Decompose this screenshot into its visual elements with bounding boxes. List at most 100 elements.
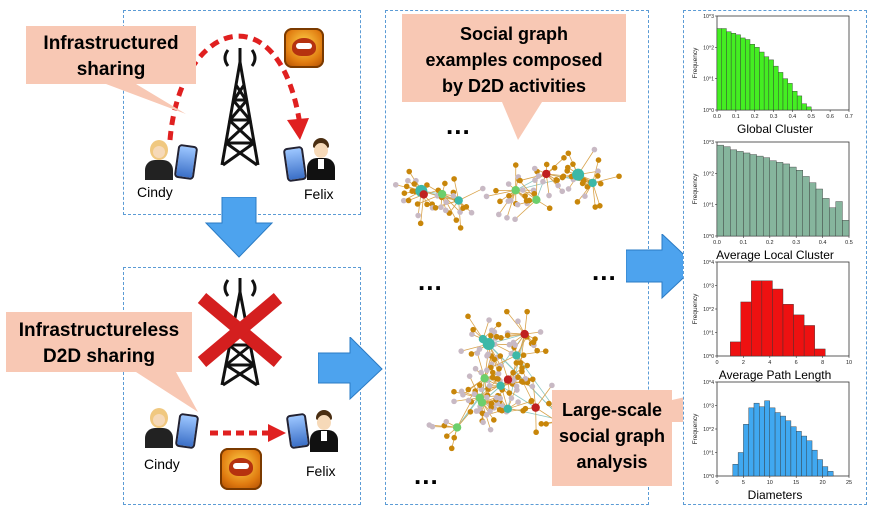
graph-node xyxy=(505,181,512,187)
graph-node xyxy=(401,190,408,197)
y-tick-label: 10^3 xyxy=(703,140,714,146)
graph-edge xyxy=(506,190,517,218)
graph-node xyxy=(594,173,601,179)
graph-node xyxy=(424,182,430,188)
histogram-bar xyxy=(801,103,807,111)
x-tick-label: 0.4 xyxy=(789,114,797,120)
histogram-bar xyxy=(754,47,760,111)
graph-edge xyxy=(486,189,516,197)
graph-node xyxy=(595,157,602,163)
graph-node xyxy=(543,421,549,427)
cindy-avatar-top xyxy=(143,140,175,180)
histogram-bar xyxy=(782,163,790,237)
histogram-bar xyxy=(749,44,755,111)
graph-node xyxy=(451,176,457,182)
graph-node xyxy=(524,362,531,369)
graph-node xyxy=(518,378,525,385)
histogram-bar xyxy=(809,182,817,237)
y-tick-label: 10^3 xyxy=(703,14,714,20)
graph-node xyxy=(424,201,430,208)
d2d-callout: Infrastructureless D2D sharing xyxy=(6,312,198,412)
wireless-arc xyxy=(167,33,303,141)
callout-line: D2D sharing xyxy=(43,346,155,367)
graph-node xyxy=(565,186,572,192)
graph-node xyxy=(540,178,546,185)
x-tick-label: 0.0 xyxy=(713,114,721,120)
histogram-bar xyxy=(811,449,818,477)
callout-line: analysis xyxy=(576,452,647,472)
graph-edge xyxy=(519,173,547,181)
x-tick-label: 4 xyxy=(768,360,771,366)
y-tick-label: 10^1 xyxy=(703,203,714,209)
graph-node xyxy=(484,367,490,374)
graph-node xyxy=(472,365,479,372)
felix-label-bottom: Felix xyxy=(306,463,336,479)
graph-node xyxy=(549,382,555,389)
graph-node xyxy=(595,168,601,175)
d2d-arrowhead xyxy=(268,424,286,442)
x-tick-label: 10 xyxy=(846,360,852,366)
graph-hub-node xyxy=(503,375,513,384)
graph-node xyxy=(591,146,598,153)
histogram-bar xyxy=(795,170,803,237)
graph-node xyxy=(451,434,458,441)
graph-node xyxy=(496,365,502,372)
graph-hub-node xyxy=(454,196,463,205)
graph-edge xyxy=(490,355,517,368)
y-tick-label: 10^3 xyxy=(703,404,714,410)
graph-node xyxy=(483,412,490,418)
graph-node xyxy=(484,353,490,359)
graph-hub-node xyxy=(512,351,521,360)
graph-node xyxy=(597,180,604,187)
histogram-bar xyxy=(762,157,770,237)
histogram-bar xyxy=(730,33,737,111)
y-tick-label: 10^1 xyxy=(703,77,714,83)
graph-node xyxy=(487,426,494,433)
x-tick-label: 0.0 xyxy=(713,240,721,246)
histogram-bar xyxy=(716,28,722,111)
graph-node xyxy=(417,220,424,227)
graph-node xyxy=(543,161,550,168)
graph-node xyxy=(560,173,567,180)
graph-node xyxy=(528,397,535,404)
social-graph-network xyxy=(392,146,622,452)
graph-node xyxy=(451,388,457,395)
histogram-bar xyxy=(726,31,732,111)
x-tick-label: 6 xyxy=(795,360,798,366)
callout-line: sharing xyxy=(77,59,146,80)
graph-node xyxy=(512,342,518,348)
graph-node xyxy=(480,419,486,426)
graph-hub-node xyxy=(478,334,488,344)
x-tick-label: 8 xyxy=(821,360,824,366)
graph-node xyxy=(504,308,510,315)
graph-edge xyxy=(520,334,526,364)
histogram-bar xyxy=(778,72,784,111)
graph-node xyxy=(451,398,457,405)
graph-node xyxy=(510,369,516,376)
histogram-bar xyxy=(735,34,741,111)
y-tick-label: 10^4 xyxy=(703,380,714,386)
graph-node xyxy=(409,188,415,194)
graph-node xyxy=(487,408,493,415)
graph-node xyxy=(506,341,513,348)
histogram-bar xyxy=(748,407,755,477)
cell-tower-icon xyxy=(220,48,260,167)
graph-edge xyxy=(592,175,620,184)
graph-node xyxy=(444,433,450,439)
graph-edge xyxy=(535,385,553,408)
graph-node xyxy=(537,329,544,335)
graph-hub-node xyxy=(511,186,520,195)
graph-node xyxy=(559,188,566,195)
histogram-bar xyxy=(730,341,741,357)
graph-node xyxy=(465,386,472,393)
graph-node xyxy=(564,168,571,174)
histogram-bar xyxy=(796,95,803,111)
y-tick-label: 10^0 xyxy=(703,234,714,240)
graph-node xyxy=(592,204,599,210)
histogram-bar xyxy=(793,314,805,357)
graph-node xyxy=(616,173,622,180)
histogram-bar xyxy=(776,162,784,237)
graph-node xyxy=(457,225,464,231)
